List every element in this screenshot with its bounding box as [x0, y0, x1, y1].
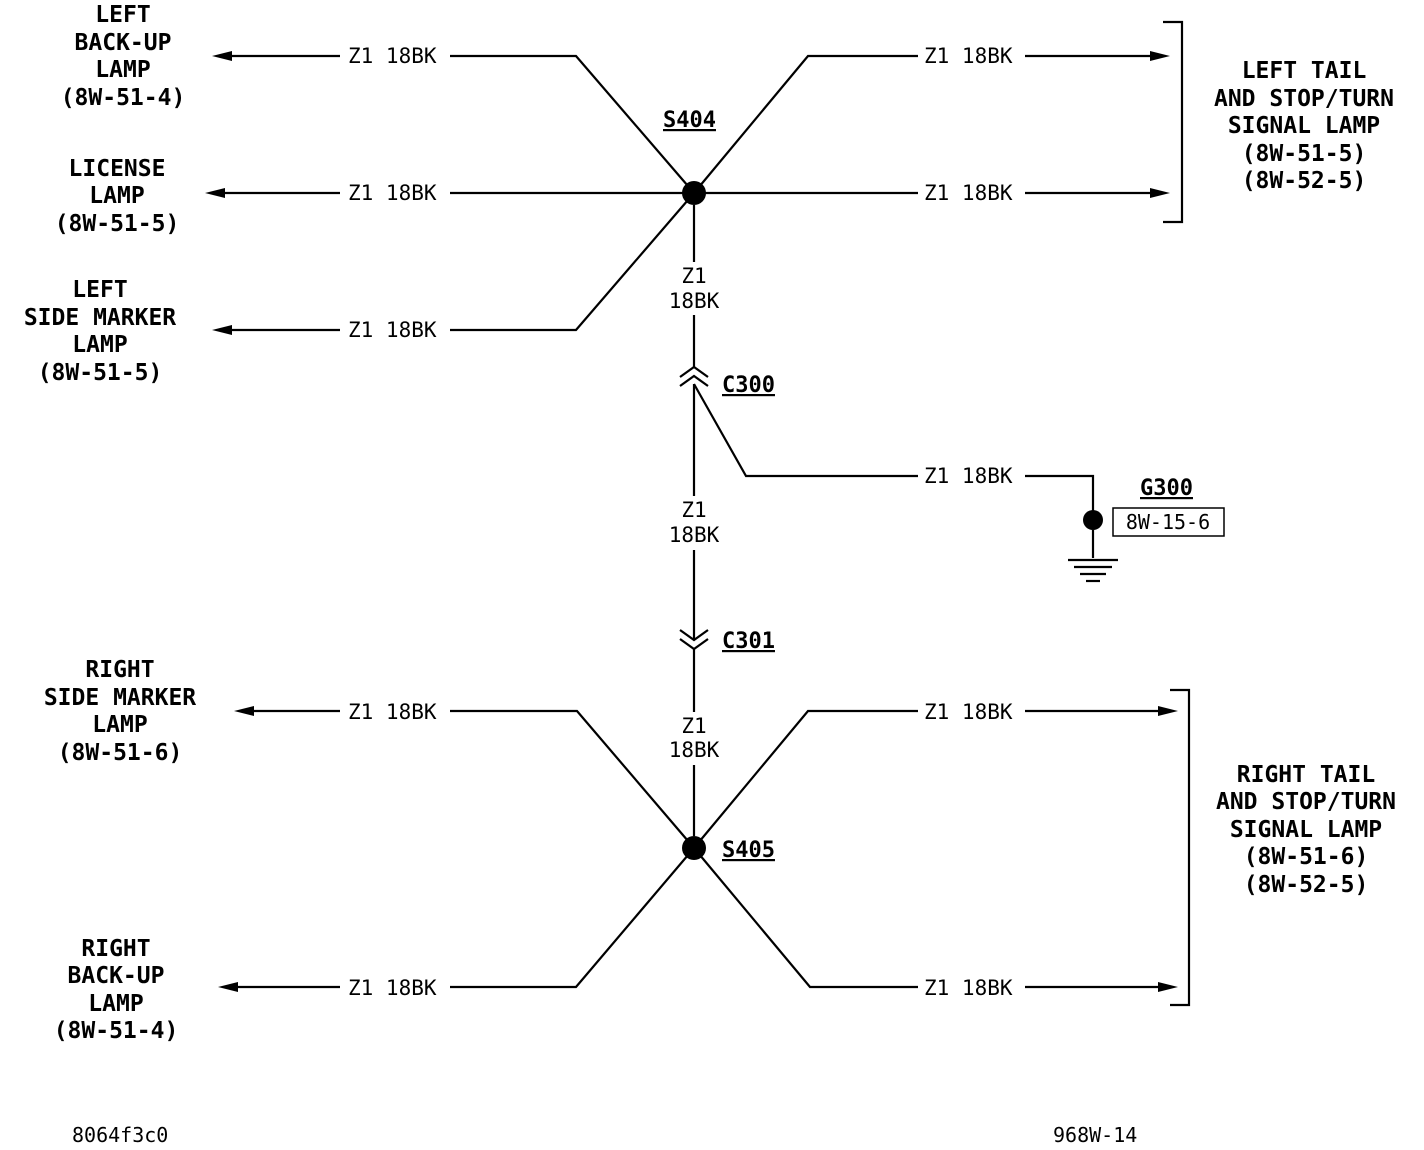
svg-text:(8W-51-4): (8W-51-4): [61, 85, 186, 111]
left-backup-lamp-label: LEFT BACK-UP LAMP (8W-51-4): [61, 2, 186, 111]
footer-id-left: 8064f3c0: [72, 1123, 168, 1147]
arrow-left-backup: [212, 51, 232, 61]
wire-label: Z1 18BK: [348, 318, 437, 342]
svg-text:LAMP: LAMP: [88, 991, 143, 1017]
lower-wires: [218, 706, 1178, 992]
license-lamp-label: LICENSE LAMP (8W-51-5): [55, 156, 180, 237]
ground-g300-label: G300: [1140, 476, 1193, 501]
left-tail-lamp-label: LEFT TAIL AND STOP/TURN SIGNAL LAMP (8W-…: [1214, 58, 1394, 194]
left-tail-bracket: [1163, 20, 1184, 224]
svg-text:LEFT: LEFT: [72, 277, 127, 303]
svg-text:(8W-52-5): (8W-52-5): [1244, 872, 1369, 898]
splice-s405-label: S405: [722, 838, 775, 863]
svg-text:SIGNAL LAMP: SIGNAL LAMP: [1228, 113, 1380, 139]
splice-s405-dot: [682, 836, 706, 860]
svg-text:(8W-52-5): (8W-52-5): [1242, 168, 1367, 194]
svg-text:BACK-UP: BACK-UP: [75, 30, 172, 56]
wire-label: Z1 18BK: [348, 700, 437, 724]
svg-text:AND STOP/TURN: AND STOP/TURN: [1214, 86, 1394, 112]
wire-label: Z1 18BK: [924, 181, 1013, 205]
connector-c301-label: C301: [722, 629, 775, 654]
arrow-left-tail-1: [1150, 51, 1170, 61]
svg-text:LAMP: LAMP: [72, 332, 127, 358]
ground-g300-dot: [1083, 510, 1103, 530]
wire-label: Z1: [681, 264, 706, 288]
svg-text:SIDE MARKER: SIDE MARKER: [24, 305, 176, 331]
svg-text:SIDE MARKER: SIDE MARKER: [44, 685, 196, 711]
arrow-right-tail-1: [1158, 706, 1178, 716]
upper-wires: [205, 51, 1170, 335]
wire-label: Z1 18BK: [924, 464, 1013, 488]
wire-label: Z1 18BK: [348, 976, 437, 1000]
svg-text:RIGHT TAIL: RIGHT TAIL: [1237, 762, 1375, 788]
ground-ref-text: 8W-15-6: [1126, 510, 1210, 534]
wire-label: 18BK: [669, 289, 720, 313]
arrow-license: [205, 188, 225, 198]
svg-text:(8W-51-6): (8W-51-6): [58, 740, 183, 766]
wire-label: Z1: [681, 714, 706, 738]
svg-text:LEFT: LEFT: [95, 2, 150, 28]
svg-text:(8W-51-5): (8W-51-5): [38, 360, 163, 386]
svg-text:(8W-51-5): (8W-51-5): [1242, 141, 1367, 167]
right-tail-lamp-label: RIGHT TAIL AND STOP/TURN SIGNAL LAMP (8W…: [1216, 762, 1396, 898]
svg-text:(8W-51-4): (8W-51-4): [54, 1018, 179, 1044]
wire-label: 18BK: [669, 738, 720, 762]
ground-ref-box: [1112, 507, 1225, 537]
ground-branch-wire: [693, 383, 918, 478]
svg-text:SIGNAL LAMP: SIGNAL LAMP: [1230, 817, 1382, 843]
connector-c300-symbol: [679, 365, 709, 387]
svg-text:(8W-51-5): (8W-51-5): [55, 211, 180, 237]
footer-id-right: 968W-14: [1053, 1123, 1137, 1147]
svg-text:LICENSE: LICENSE: [69, 156, 166, 182]
splice-s404-label: S404: [663, 108, 716, 133]
right-tail-bracket: [1170, 688, 1191, 1007]
wire-label: Z1 18BK: [924, 976, 1013, 1000]
arrow-right-backup: [218, 982, 238, 992]
svg-text:BACK-UP: BACK-UP: [68, 963, 165, 989]
left-side-marker-lamp-label: LEFT SIDE MARKER LAMP (8W-51-5): [24, 277, 176, 386]
wire-label: 18BK: [669, 523, 720, 547]
svg-text:RIGHT: RIGHT: [85, 657, 154, 683]
wire-label: Z1: [681, 498, 706, 522]
ground-symbol-icon: [1068, 558, 1118, 583]
splice-s404-dot: [682, 181, 706, 205]
arrow-left-tail-2: [1150, 188, 1170, 198]
wire-label: Z1 18BK: [348, 44, 437, 68]
svg-text:LAMP: LAMP: [89, 183, 144, 209]
svg-text:LAMP: LAMP: [95, 57, 150, 83]
wire-label: Z1 18BK: [348, 181, 437, 205]
right-backup-lamp-label: RIGHT BACK-UP LAMP (8W-51-4): [54, 936, 179, 1044]
right-side-marker-lamp-label: RIGHT SIDE MARKER LAMP (8W-51-6): [44, 657, 196, 766]
connector-c300-label: C300: [722, 373, 775, 398]
arrow-right-side-marker: [234, 706, 254, 716]
svg-text:LEFT TAIL: LEFT TAIL: [1242, 58, 1367, 84]
svg-text:RIGHT: RIGHT: [81, 936, 150, 962]
wire-label: Z1 18BK: [924, 700, 1013, 724]
svg-text:LAMP: LAMP: [92, 712, 147, 738]
arrow-right-tail-2: [1158, 982, 1178, 992]
svg-text:(8W-51-6): (8W-51-6): [1244, 844, 1369, 870]
svg-text:AND STOP/TURN: AND STOP/TURN: [1216, 789, 1396, 815]
wire-label: Z1 18BK: [924, 44, 1013, 68]
arrow-left-side-marker: [212, 325, 232, 335]
